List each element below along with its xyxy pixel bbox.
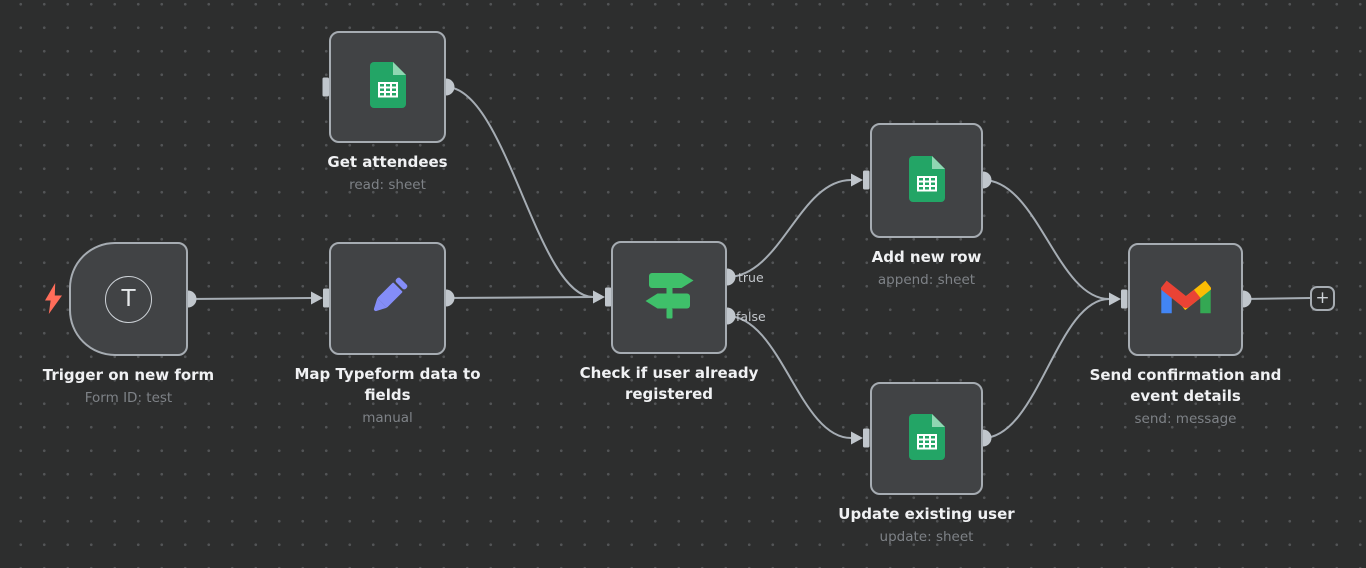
edge-getattendees-to-check[interactable]: [445, 86, 594, 298]
input-connector-getattendees[interactable]: [322, 77, 330, 97]
add-node-button[interactable]: +: [1310, 286, 1335, 311]
output-label-true: true: [738, 270, 764, 285]
edge-true-to-addrow[interactable]: [726, 179, 852, 278]
output-label-false: false: [736, 309, 766, 324]
google-sheets-icon: [369, 62, 406, 112]
edge-addrow-to-gmail[interactable]: [982, 179, 1110, 300]
typeform-trigger-icon: T: [105, 275, 152, 323]
node-update-existing-user[interactable]: Update existing user update: sheet: [838, 382, 1015, 545]
arrowhead-check-input: [593, 290, 605, 304]
node-add-new-row[interactable]: Add new row append: sheet: [870, 123, 983, 288]
edge-trigger-to-map[interactable]: [187, 297, 312, 300]
pencil-icon: [364, 273, 412, 325]
node-trigger-on-new-form[interactable]: T Trigger on new form Form ID: test: [43, 242, 214, 406]
arrowhead-gmail-input: [1109, 292, 1121, 306]
arrowhead-update-input: [851, 431, 863, 445]
google-sheets-icon: [908, 155, 945, 206]
node-check-if-registered[interactable]: Check if user already registered: [580, 241, 758, 403]
trigger-bolt-icon: [45, 283, 62, 318]
arrowhead-addrow-input: [851, 173, 863, 187]
google-sheets-icon: [908, 413, 945, 464]
node-send-confirmation[interactable]: Send confirmation and event details send…: [1090, 243, 1281, 427]
input-connector-map[interactable]: [323, 288, 330, 308]
edge-map-to-check[interactable]: [445, 296, 594, 299]
signpost-icon: [645, 272, 694, 323]
arrowhead-map-input: [311, 291, 323, 305]
input-connector-update[interactable]: [863, 428, 870, 448]
edge-gmail-to-plus[interactable]: [1242, 297, 1311, 300]
edge-update-to-gmail[interactable]: [982, 298, 1110, 439]
plus-icon: +: [1315, 287, 1330, 308]
input-connector-check[interactable]: [605, 287, 612, 307]
gmail-icon: [1159, 279, 1212, 321]
input-connector-gmail[interactable]: [1121, 289, 1128, 309]
node-get-attendees[interactable]: Get attendees read: sheet: [327, 31, 448, 193]
input-connector-addrow[interactable]: [863, 170, 870, 190]
node-map-typeform-data[interactable]: Map Typeform data to fields manual: [294, 242, 481, 426]
typeform-letter: T: [121, 286, 136, 312]
edge-false-to-update[interactable]: [726, 315, 852, 439]
